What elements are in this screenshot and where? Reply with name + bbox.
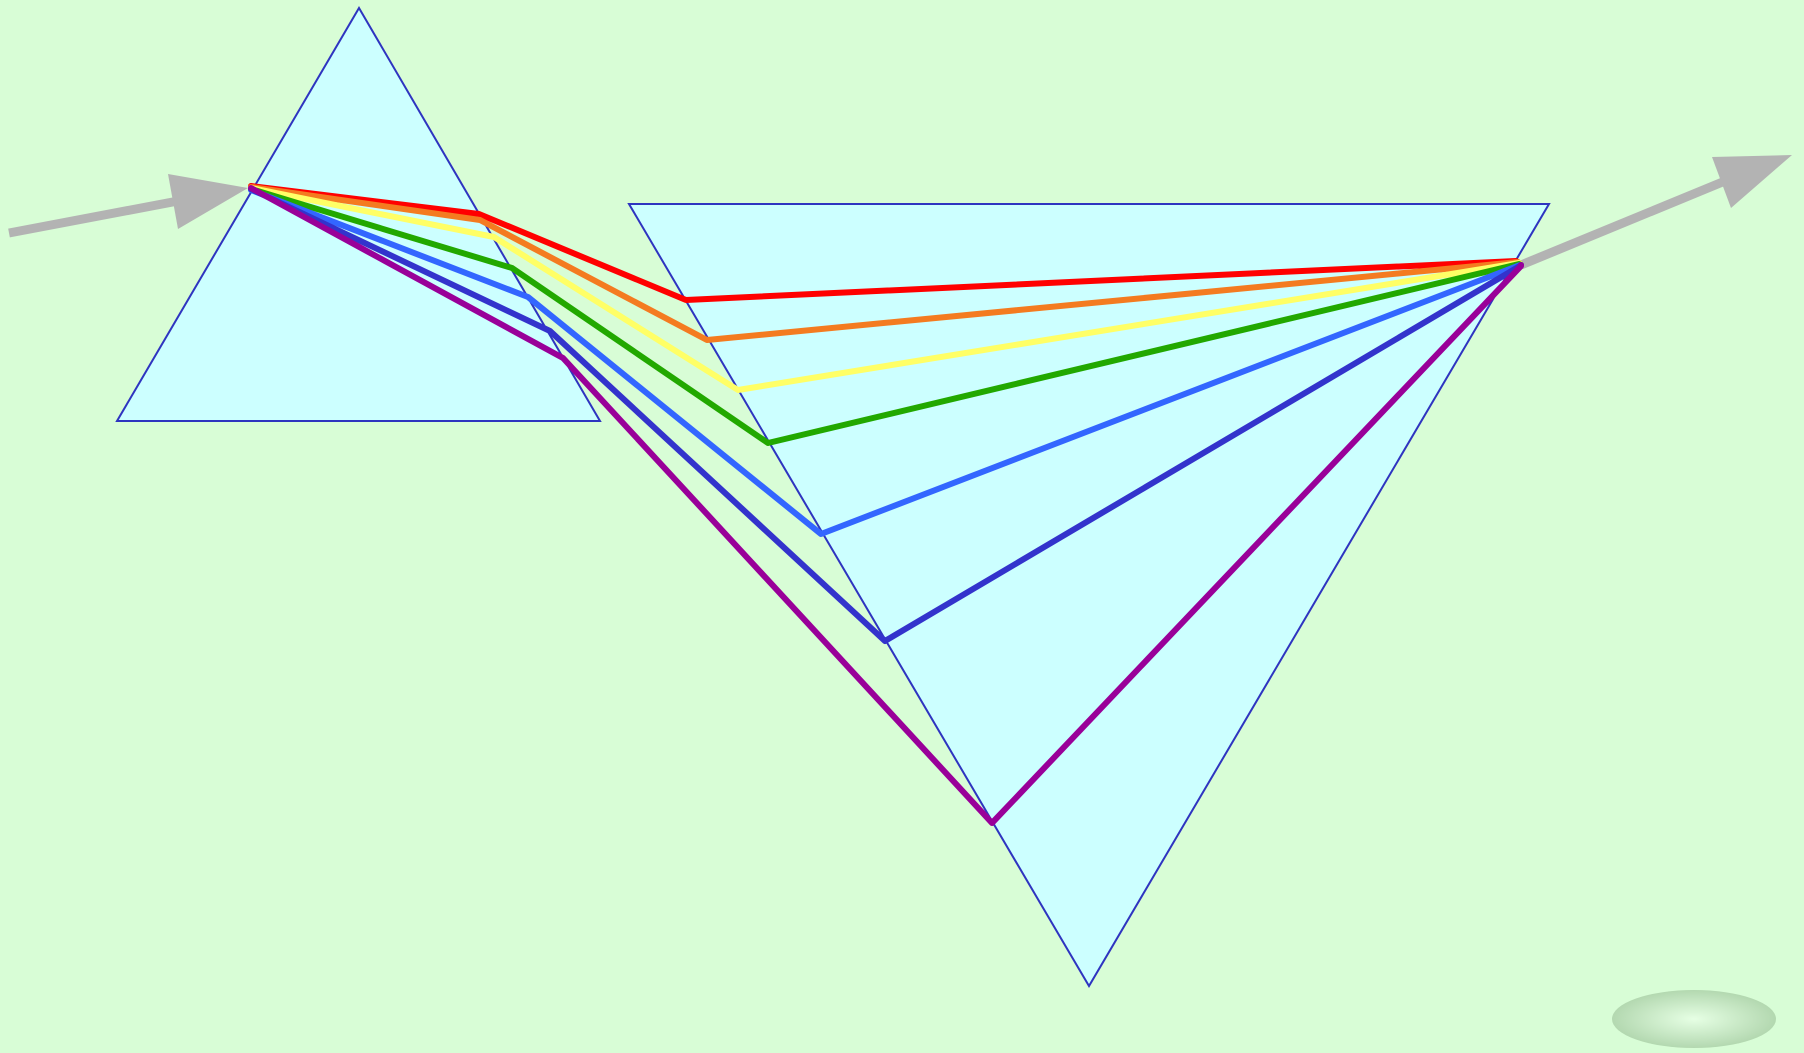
violet-ray	[248, 185, 1524, 826]
incoming-light-arrow	[8, 174, 248, 238]
arrow-right-icon	[1712, 155, 1792, 208]
arrow-right-icon	[168, 174, 248, 229]
outgoing-light-arrow	[1519, 155, 1792, 270]
incoming-light-shaft	[8, 196, 179, 238]
recombining-prism	[627, 203, 1551, 988]
oval-button-icon[interactable]	[1612, 990, 1776, 1048]
spectrum-rays	[248, 183, 1524, 826]
outgoing-light-shaft	[1519, 176, 1727, 270]
